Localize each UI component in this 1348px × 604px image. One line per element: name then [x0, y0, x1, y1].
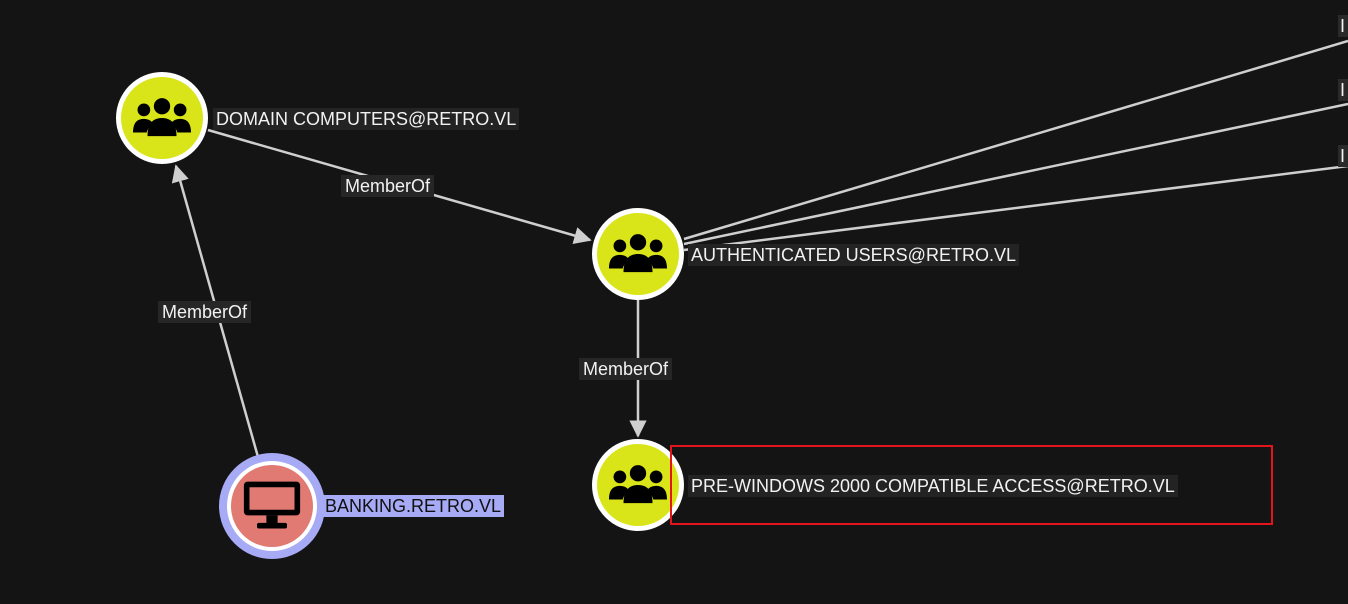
node-authenticated-users[interactable]: [592, 208, 684, 300]
offscreen-label-stub-text: I: [1340, 146, 1346, 166]
node-label-authenticated-users[interactable]: AUTHENTICATED USERS@RETRO.VL: [688, 244, 1019, 266]
node-pre-windows-2000[interactable]: [592, 439, 684, 531]
offscreen-label-stub-2[interactable]: I: [1338, 79, 1348, 101]
offscreen-label-stub-3[interactable]: I: [1338, 145, 1348, 167]
offscreen-label-stub-text: I: [1340, 16, 1346, 36]
node-label-domain-computers[interactable]: DOMAIN COMPUTERS@RETRO.VL: [213, 108, 520, 130]
highlight-annotation-box: [670, 445, 1273, 525]
offscreen-edge-3[interactable]: [683, 164, 1348, 252]
node-banking[interactable]: [219, 453, 325, 559]
node-domain-computers[interactable]: [116, 72, 208, 164]
node-label-banking[interactable]: BANKING.RETRO.VL: [322, 495, 505, 517]
offscreen-edge-1[interactable]: [683, 39, 1348, 241]
offscreen-edge-2[interactable]: [683, 102, 1348, 246]
edge-label-banking-domain-computers[interactable]: MemberOf: [158, 301, 252, 323]
edge-label-domain-computers-authenticated-users[interactable]: MemberOf: [341, 175, 435, 197]
node-label-pre-windows-2000[interactable]: PRE-WINDOWS 2000 COMPATIBLE ACCESS@RETRO…: [688, 475, 1178, 497]
edge-label-authenticated-users-pre-windows-2000[interactable]: MemberOf: [579, 358, 673, 380]
offscreen-label-stub-1[interactable]: I: [1338, 15, 1348, 37]
offscreen-label-stub-text: I: [1340, 80, 1346, 100]
